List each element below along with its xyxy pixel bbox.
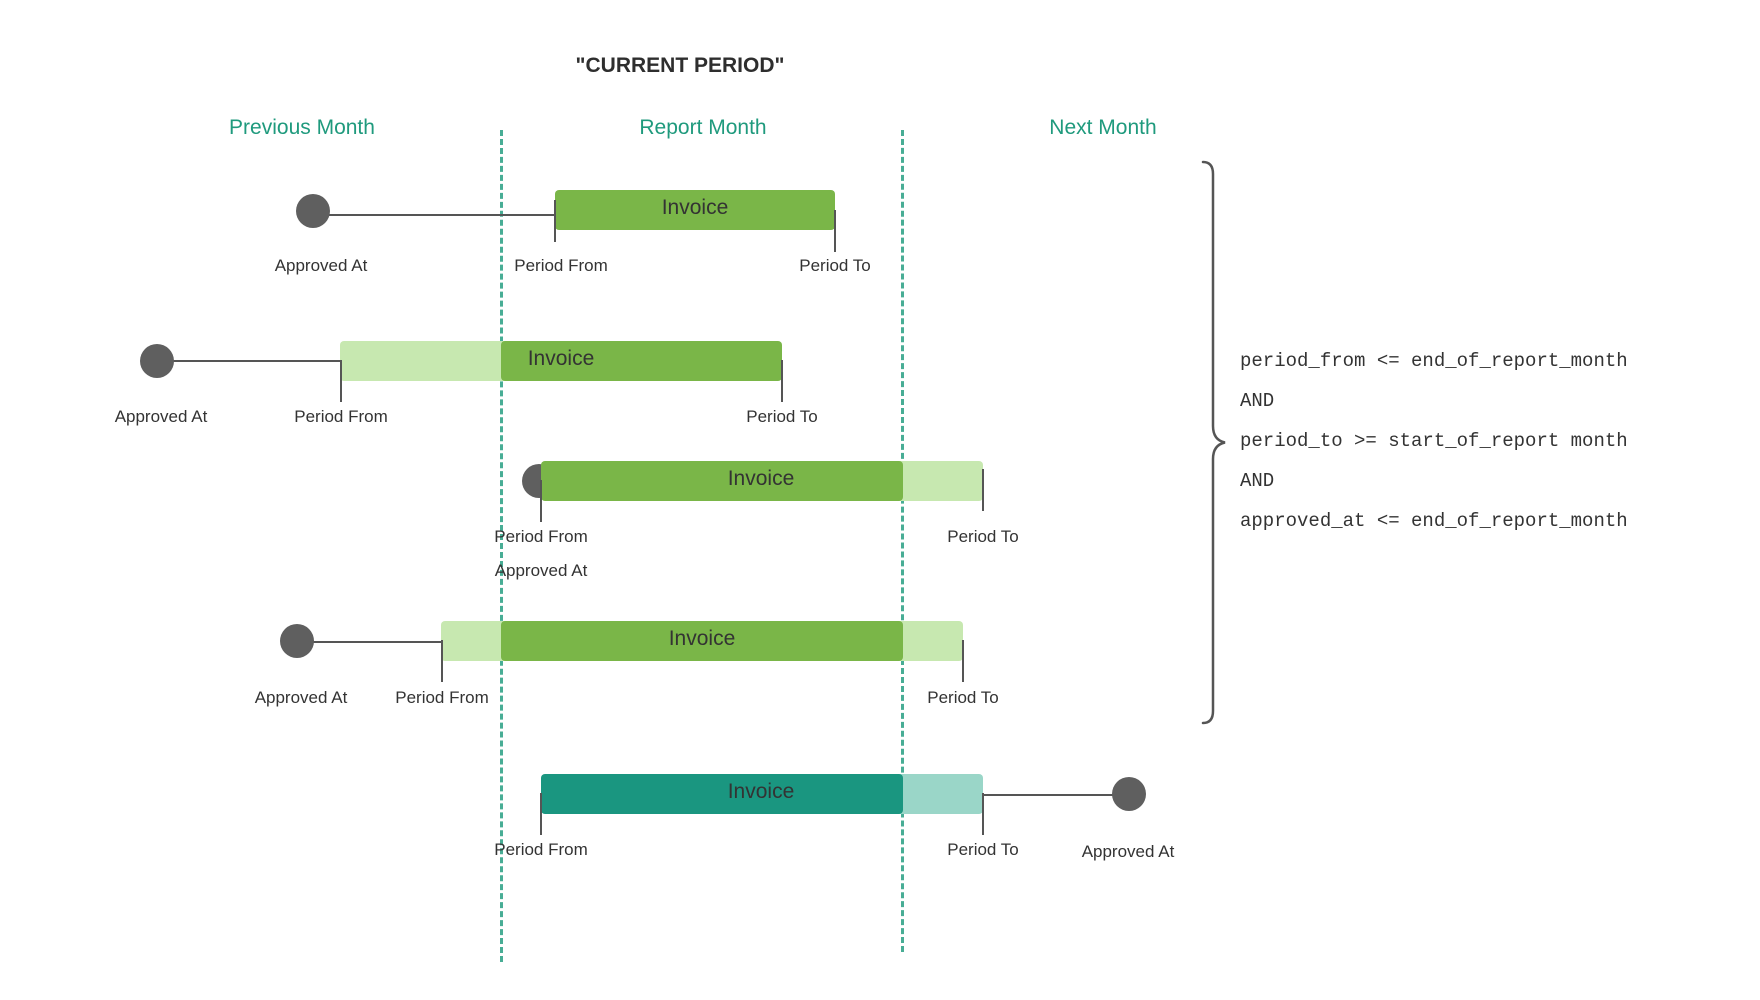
approved-at-label: Approved At xyxy=(254,688,348,707)
approved-at-marker xyxy=(280,624,314,658)
report-month-start-divider xyxy=(500,130,503,962)
invoice-bar-previous xyxy=(441,621,509,661)
report-month-end-divider xyxy=(901,130,904,952)
period-to-tick xyxy=(962,640,964,682)
period-from-label: Period From xyxy=(395,688,489,707)
invoice-bar-report xyxy=(501,621,903,661)
period-to-label: Period To xyxy=(947,527,1019,546)
period-to-label: Period To xyxy=(746,407,818,426)
period-to-tick xyxy=(982,793,984,835)
period-from-tick xyxy=(441,640,443,682)
approved-at-marker xyxy=(1112,777,1146,811)
invoice-label: Invoice xyxy=(527,347,595,370)
approval-connector xyxy=(983,794,1129,796)
approved-at-marker xyxy=(296,194,330,228)
invoice-label: Invoice xyxy=(727,780,795,803)
period-from-tick xyxy=(340,360,342,402)
invoice-bar-report xyxy=(541,774,903,814)
period-from-tick xyxy=(554,200,556,242)
invoice-bar-report xyxy=(555,190,835,230)
condition-and-1: AND xyxy=(1240,390,1275,412)
invoice-bar-next xyxy=(895,774,983,814)
condition-and-2: AND xyxy=(1240,470,1275,492)
invoice-label: Invoice xyxy=(668,627,736,650)
invoice-label: Invoice xyxy=(661,196,729,219)
approved-at-label: Approved At xyxy=(1081,842,1175,861)
invoice-bar-next xyxy=(895,461,983,501)
approved-at-label: Approved At xyxy=(274,256,368,275)
approved-at-label: Approved At xyxy=(114,407,208,426)
approval-connector xyxy=(312,214,556,216)
period-from-label: Period From xyxy=(514,256,608,275)
condition-period-to: period_to >= start_of_report month xyxy=(1240,430,1628,452)
period-to-label: Period To xyxy=(947,840,1019,859)
header-previous-month: Previous Month xyxy=(229,116,375,139)
diagram-title: "CURRENT PERIOD" xyxy=(575,54,785,77)
approved-at-marker xyxy=(140,344,174,378)
approval-connector xyxy=(156,360,341,362)
condition-period-from: period_from <= end_of_report_month xyxy=(1240,350,1628,372)
period-to-tick xyxy=(781,360,783,402)
approved-at-label: Approved At xyxy=(494,561,588,580)
invoice-bar-next xyxy=(895,621,963,661)
period-from-label: Period From xyxy=(294,407,388,426)
period-from-tick xyxy=(540,793,542,835)
invoice-bar-report xyxy=(541,461,903,501)
period-from-tick xyxy=(540,480,542,522)
curly-brace-icon xyxy=(1201,160,1226,725)
header-report-month: Report Month xyxy=(639,116,767,139)
period-to-label: Period To xyxy=(799,256,871,275)
invoice-bar-previous xyxy=(340,341,510,381)
period-from-label: Period From xyxy=(494,527,588,546)
invoice-label: Invoice xyxy=(727,467,795,490)
period-to-tick xyxy=(982,469,984,511)
invoice-bar-report xyxy=(501,341,782,381)
header-next-month: Next Month xyxy=(1049,116,1157,139)
period-to-label: Period To xyxy=(927,688,999,707)
period-to-tick xyxy=(834,210,836,252)
period-from-label: Period From xyxy=(494,840,588,859)
condition-approved-at: approved_at <= end_of_report_month xyxy=(1240,510,1628,532)
approval-connector xyxy=(296,641,442,643)
